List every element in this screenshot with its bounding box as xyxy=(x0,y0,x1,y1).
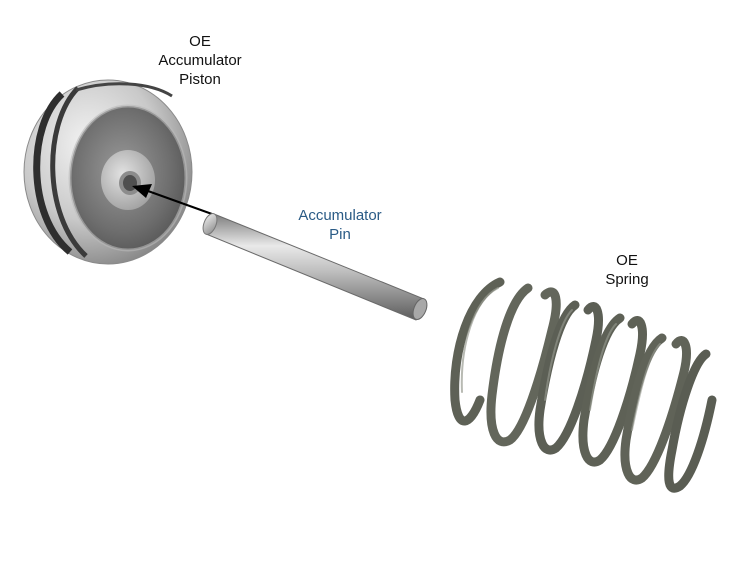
piston-label-line2: Accumulator xyxy=(158,52,242,69)
label-oe-spring: OE Spring xyxy=(577,251,677,289)
pin-label-line2: Pin xyxy=(329,226,351,243)
pin-label-line1: Accumulator xyxy=(298,207,382,224)
piston-icon xyxy=(23,79,193,265)
label-accumulator-pin: Accumulator Pin xyxy=(270,206,410,244)
pointer-arrow-icon xyxy=(132,184,213,215)
piston-label-line1: OE xyxy=(189,33,211,50)
label-oe-accumulator-piston: OE Accumulator Piston xyxy=(140,32,260,89)
piston-label-line3: Piston xyxy=(179,71,221,88)
spring-label-line2: Spring xyxy=(605,271,649,288)
spring-icon xyxy=(450,277,717,493)
pin-icon xyxy=(202,213,428,321)
spring-label-line1: OE xyxy=(616,252,638,269)
